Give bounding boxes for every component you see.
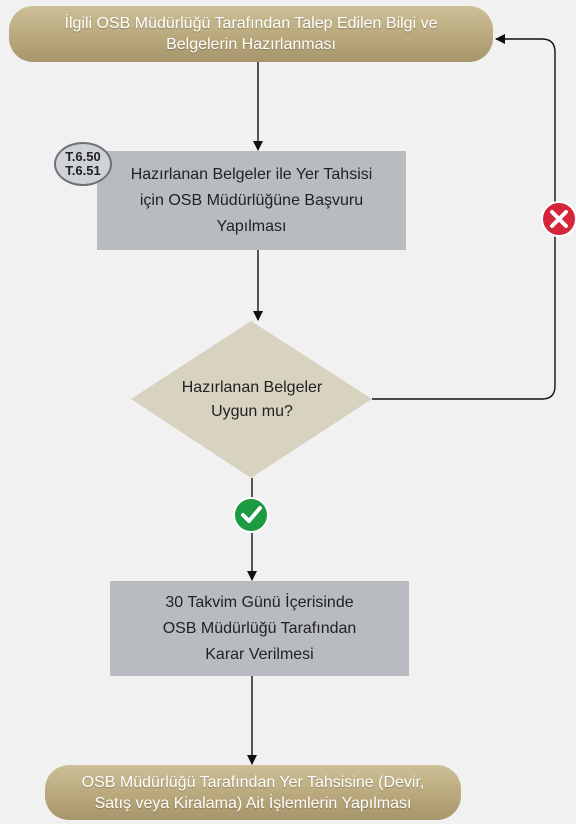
- decision-label: Hazırlanan Belgeler Uygun mu?: [160, 374, 344, 426]
- step-board-decision: 30 Takvim Günü İçerisinde OSB Müdürlüğü …: [110, 581, 409, 676]
- end-node: OSB Müdürlüğü Tarafından Yer Tahsisine (…: [45, 765, 461, 820]
- end-node-line-2: Satış veya Kiralama) Ait İşlemlerin Yapı…: [94, 794, 412, 812]
- start-node-line-2: Belgelerin Hazırlanması: [166, 36, 336, 53]
- yes-icon: [233, 497, 269, 533]
- no-icon: [541, 201, 576, 237]
- step-submit-application-line-2: için OSB Müdürlüğüne Başvuru: [139, 191, 364, 209]
- step-board-decision-line-1: 30 Takvim Günü İçerisinde: [165, 593, 354, 611]
- step-board-decision-line-3: Karar Verilmesi: [205, 645, 314, 663]
- step-submit-application-line-3: Yapılması: [216, 217, 287, 235]
- decision-label-line-1: Hazırlanan Belgeler: [181, 379, 323, 396]
- decision-label-line-2: Uygun mu?: [211, 403, 293, 420]
- reference-badge-line-2: T.6.51: [65, 163, 101, 178]
- start-node: İlgili OSB Müdürlüğü Tarafından Talep Ed…: [9, 6, 493, 62]
- reference-badge-line-1: T.6.50: [65, 149, 101, 164]
- reference-badge: T.6.50 T.6.51: [54, 142, 112, 186]
- step-board-decision-line-2: OSB Müdürlüğü Tarafından: [162, 619, 357, 637]
- end-node-line-1: OSB Müdürlüğü Tarafından Yer Tahsisine (…: [81, 773, 425, 791]
- step-submit-application-line-1: Hazırlanan Belgeler ile Yer Tahsisi: [130, 165, 373, 183]
- decision-diamond: [131, 321, 372, 478]
- start-node-line-1: İlgili OSB Müdürlüğü Tarafından Talep Ed…: [64, 15, 438, 32]
- step-submit-application: Hazırlanan Belgeler ile Yer Tahsisi için…: [97, 151, 406, 250]
